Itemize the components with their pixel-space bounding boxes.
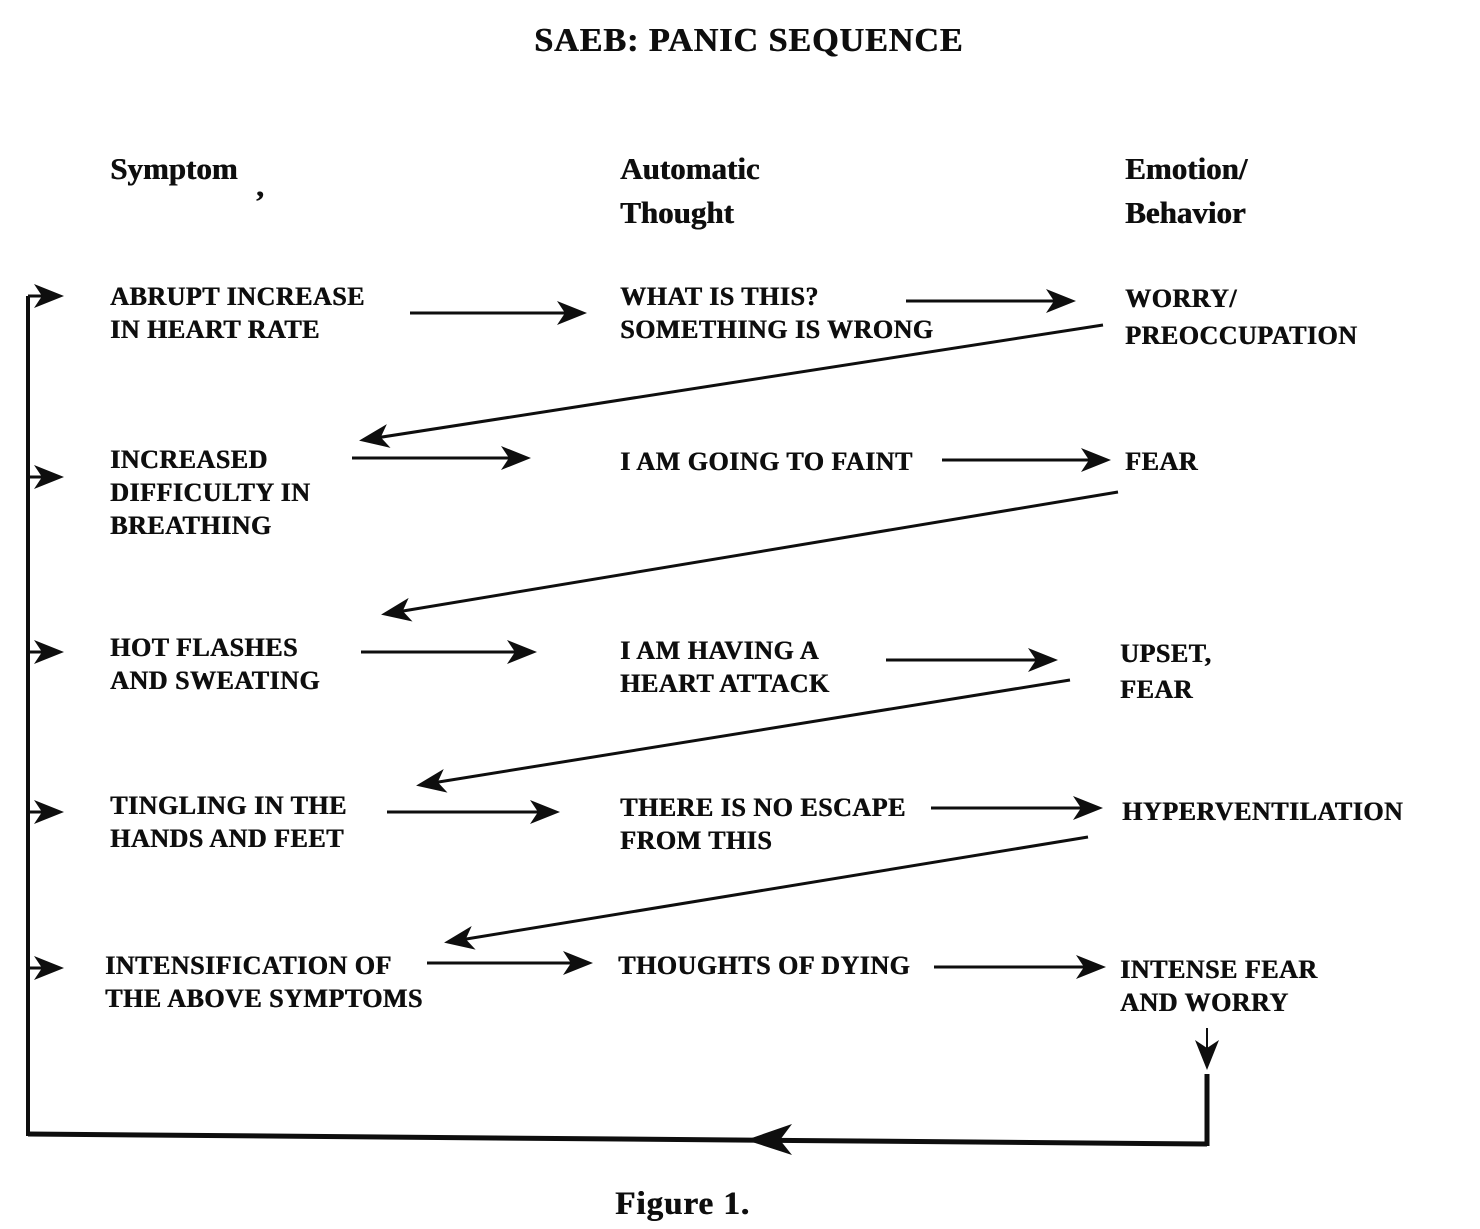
thought-1-line2: SOMETHING IS WRONG bbox=[620, 315, 934, 344]
thought-2: I AM GOING TO FAINT bbox=[620, 445, 913, 478]
symptom-2-line1: INCREASED bbox=[110, 445, 268, 474]
thought-3-line1: I AM HAVING A bbox=[620, 636, 819, 665]
thought-5: THOUGHTS OF DYING bbox=[618, 949, 910, 982]
thought-5-line1: THOUGHTS OF DYING bbox=[618, 951, 911, 980]
thought-4: THERE IS NO ESCAPE FROM THIS bbox=[620, 791, 906, 857]
emotion-5: INTENSE FEAR AND WORRY bbox=[1120, 953, 1317, 1019]
emotion-2-line1: FEAR bbox=[1125, 447, 1198, 476]
symptom-5-line1: INTENSIFICATION OF bbox=[105, 951, 392, 980]
symptom-3-line1: HOT FLASHES bbox=[110, 633, 298, 662]
feedback-bottom-line bbox=[27, 1131, 1208, 1147]
emotion-3-line2: FEAR bbox=[1120, 675, 1193, 704]
thought-4-line1: THERE IS NO ESCAPE bbox=[620, 793, 906, 822]
thought-1: WHAT IS THIS? SOMETHING IS WRONG bbox=[620, 280, 933, 346]
column-header-emotion-line2: Behavior bbox=[1125, 195, 1246, 230]
symptom-2-line3: BREATHING bbox=[110, 511, 272, 540]
symptom-4-line2: HANDS AND FEET bbox=[110, 824, 344, 853]
arrow-emotion1-to-symptom2 bbox=[359, 323, 1104, 448]
column-header-thought-line2: Thought bbox=[620, 195, 734, 230]
column-header-thought: Automatic Thought bbox=[620, 147, 759, 235]
symptom-5: INTENSIFICATION OF THE ABOVE SYMPTOMS bbox=[105, 949, 423, 1015]
column-header-thought-line1: Automatic bbox=[620, 151, 760, 186]
symptom-3-line2: AND SWEATING bbox=[110, 666, 320, 695]
thought-2-line1: I AM GOING TO FAINT bbox=[620, 447, 913, 476]
column-header-symptom-mark: , bbox=[256, 168, 264, 203]
column-header-emotion-line1: Emotion/ bbox=[1125, 151, 1248, 186]
symptom-3: HOT FLASHES AND SWEATING bbox=[110, 631, 320, 697]
column-header-emotion: Emotion/ Behavior bbox=[1125, 147, 1247, 235]
emotion-3: UPSET, FEAR bbox=[1120, 636, 1211, 708]
emotion-5-line1: INTENSE FEAR bbox=[1120, 955, 1318, 984]
symptom-1: ABRUPT INCREASE IN HEART RATE bbox=[110, 280, 365, 346]
feedback-bottom-arrowhead bbox=[746, 1124, 792, 1155]
thought-4-line2: FROM THIS bbox=[620, 826, 773, 855]
symptom-4-line1: TINGLING IN THE bbox=[110, 791, 347, 820]
emotion-4-line1: HYPERVENTILATION bbox=[1122, 797, 1404, 826]
column-header-symptom: Symptom bbox=[110, 151, 238, 186]
symptom-2-line2: DIFFICULTY IN bbox=[110, 478, 311, 507]
symptom-4: TINGLING IN THE HANDS AND FEET bbox=[110, 789, 347, 855]
symptom-5-line2: THE ABOVE SYMPTOMS bbox=[105, 984, 423, 1013]
emotion-1: WORRY/ PREOCCUPATION bbox=[1125, 280, 1357, 354]
emotion-2: FEAR bbox=[1125, 445, 1198, 478]
emotion-5-line2: AND WORRY bbox=[1120, 988, 1289, 1017]
symptom-1-line1: ABRUPT INCREASE bbox=[110, 282, 365, 311]
thought-3: I AM HAVING A HEART ATTACK bbox=[620, 634, 830, 700]
emotion-4: HYPERVENTILATION bbox=[1122, 795, 1403, 828]
emotion-1-line1: WORRY/ bbox=[1125, 284, 1237, 313]
emotion-1-line2: PREOCCUPATION bbox=[1125, 321, 1358, 350]
arrow-emotion2-to-symptom3 bbox=[381, 490, 1119, 622]
arrow-emotion3-to-symptom4 bbox=[416, 678, 1071, 793]
figure-caption: Figure 1. bbox=[615, 1186, 750, 1222]
thought-1-line1: WHAT IS THIS? bbox=[620, 282, 819, 311]
page-title: SAEB: PANIC SEQUENCE bbox=[534, 22, 964, 59]
emotion-3-line1: UPSET, bbox=[1120, 639, 1212, 668]
symptom-1-line2: IN HEART RATE bbox=[110, 315, 320, 344]
arrow-emotion4-to-symptom5 bbox=[444, 835, 1089, 950]
thought-3-line2: HEART ATTACK bbox=[620, 669, 830, 698]
symptom-2: INCREASED DIFFICULTY IN BREATHING bbox=[110, 443, 310, 542]
